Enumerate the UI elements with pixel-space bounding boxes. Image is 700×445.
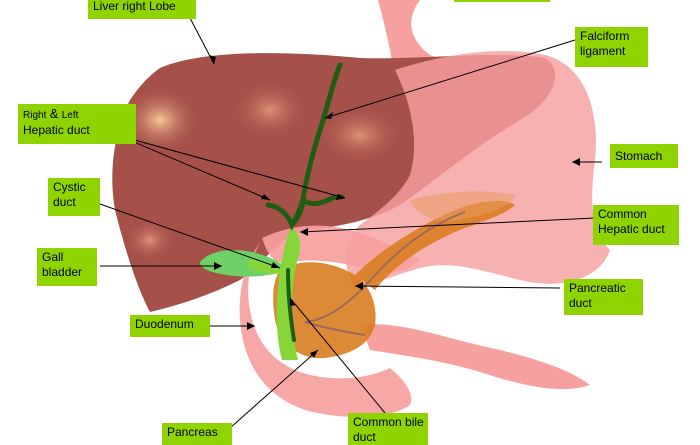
label-text: Pancreas <box>167 425 218 439</box>
leader-falciform <box>324 39 576 119</box>
stomach-lower-shape <box>360 324 590 390</box>
pancreas-shape <box>273 200 515 359</box>
label-text-left: Left <box>61 110 79 121</box>
label-text: duct <box>353 430 376 444</box>
label-cystic-duct: Cystic duct <box>48 178 100 216</box>
label-text: Gall <box>42 250 64 264</box>
pancreas-highlight <box>410 191 515 221</box>
arrowhead <box>572 158 580 166</box>
arrowhead <box>290 298 296 306</box>
label-text: duct <box>53 195 76 209</box>
label-duodenum: Duodenum <box>130 315 210 337</box>
hepatic-duct-junction-line <box>290 203 305 227</box>
label-stomach: Stomach <box>610 144 678 168</box>
duodenum-shape <box>239 225 420 417</box>
label-text: Liver right Lobe <box>93 0 176 13</box>
label-common-hepatic-duct: Common Hepatic duct <box>593 205 679 245</box>
liver-highlight <box>120 86 200 154</box>
leader-left-hepatic <box>119 135 346 199</box>
label-pancreas: Pancreas <box>162 423 232 445</box>
label-text-right: Right <box>23 110 47 121</box>
label-stomach-top <box>454 0 550 2</box>
label-text: Right & Left <box>23 106 131 123</box>
arrowhead <box>355 282 363 290</box>
label-text: Cystic <box>53 180 86 194</box>
arrowhead <box>310 350 318 358</box>
label-text: Hepatic duct <box>598 222 665 236</box>
arrowhead <box>325 112 333 119</box>
label-pancreatic-duct: Pancreatic duct <box>564 279 643 315</box>
arrowhead <box>247 322 255 330</box>
arrowhead <box>300 228 308 236</box>
esophagus-shape <box>378 0 470 75</box>
label-text-amp: & <box>49 106 59 121</box>
label-text: Stomach <box>615 149 663 163</box>
arrowhead <box>209 55 216 64</box>
falciform-ligament-line <box>300 62 343 203</box>
arrowhead <box>336 194 345 200</box>
label-text: Hepatic duct <box>23 123 90 137</box>
arrowhead <box>271 262 280 268</box>
label-text: Common bile <box>353 415 424 429</box>
label-text: Duodenum <box>135 317 194 331</box>
leader-common-bile <box>289 297 386 414</box>
label-text: ligament <box>580 44 626 58</box>
leader-common-hepatic <box>299 217 596 233</box>
label-text: Pancreatic <box>569 281 626 295</box>
arrowhead <box>261 194 270 200</box>
liver-highlight <box>124 218 176 262</box>
leader-right-hepatic <box>119 135 271 201</box>
label-right-left-hepatic-duct: Right & Left Hepatic duct <box>18 104 136 144</box>
liver-highlight <box>230 80 310 140</box>
label-text: bladder <box>42 265 83 279</box>
stomach-shape <box>345 50 610 290</box>
leader-cystic <box>99 203 281 269</box>
pancreatic-duct-line <box>304 211 466 336</box>
cystic-duct-shape <box>248 258 284 274</box>
label-text: Falciform <box>580 29 630 43</box>
label-falciform-ligament: Falciform ligament <box>575 27 648 67</box>
label-text: duct <box>569 296 592 310</box>
arrowhead <box>214 262 222 270</box>
common-bile-duct-line <box>286 268 296 342</box>
label-text: Common <box>598 207 647 221</box>
liver-highlight <box>315 105 405 165</box>
leader-pancreatic <box>354 285 561 289</box>
label-gall-bladder: Gall bladder <box>37 248 97 286</box>
label-common-bile-duct: Common bile duct <box>348 413 428 445</box>
label-liver-right-lobe: Liver right Lobe <box>88 0 196 19</box>
leader-pancreas <box>229 349 319 429</box>
